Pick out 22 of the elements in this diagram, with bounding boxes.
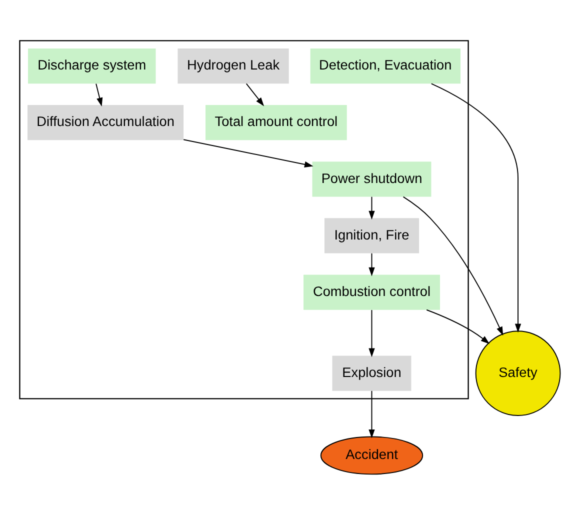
node-box: Power shutdown (312, 162, 432, 197)
node-box: Explosion (332, 356, 412, 391)
node-box: Ignition, Fire (324, 218, 420, 254)
node-box: Hydrogen Leak (178, 48, 289, 84)
node-box: Total amount control (206, 105, 347, 140)
node-box: Diffusion Accumulation (28, 105, 184, 140)
arrow (426, 309, 490, 344)
node-box: Detection, Evacuation (310, 48, 460, 84)
arrow (368, 196, 375, 220)
arrow (368, 390, 375, 438)
arrow (368, 310, 375, 358)
arrow (183, 139, 314, 168)
node-box: Discharge system (28, 48, 156, 84)
node-box: Combustion control (304, 274, 440, 310)
node-ellipse: Accident (320, 436, 424, 475)
arrow (246, 83, 264, 106)
node-circle: Safety (475, 330, 561, 416)
arrow (430, 83, 522, 333)
arrow (96, 83, 103, 106)
arrow (368, 252, 375, 276)
cluster (19, 40, 469, 400)
arrow (402, 196, 504, 336)
